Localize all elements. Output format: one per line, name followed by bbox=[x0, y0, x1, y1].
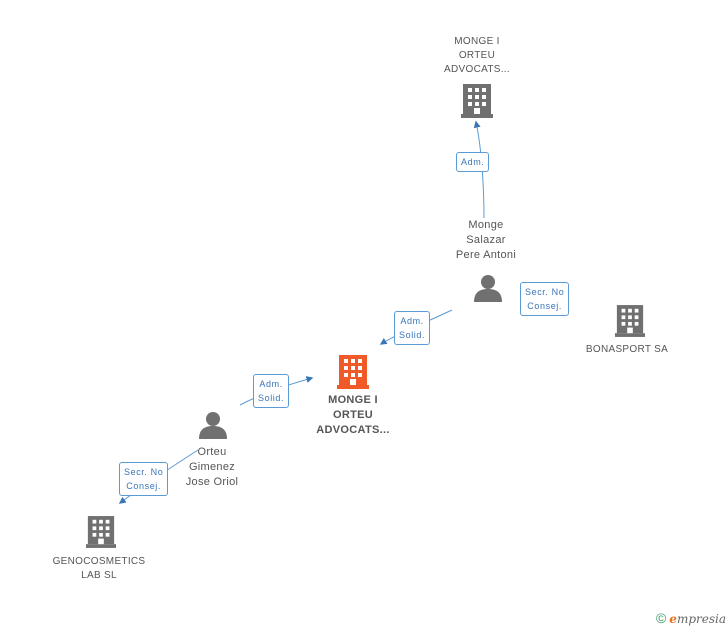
edge-label-secr-bonasport[interactable]: Secr. No Consej. bbox=[520, 282, 570, 316]
edge-label-secr-geno[interactable]: Secr. No Consej. bbox=[119, 462, 169, 496]
edge-label-adm-solid-2[interactable]: Adm. Solid. bbox=[253, 374, 290, 408]
node-label-top-company[interactable]: MONGE I ORTEU ADVOCATS... bbox=[444, 36, 510, 75]
copyright-icon: © bbox=[655, 610, 667, 626]
building-icon[interactable] bbox=[86, 515, 116, 549]
edge-label-adm-top[interactable]: Adm. bbox=[456, 152, 490, 172]
footer-brand[interactable]: ©empresia bbox=[656, 610, 726, 626]
node-label-person-orteu[interactable]: Orteu Gimenez Jose Oriol bbox=[185, 446, 239, 488]
node-label-bonasport[interactable]: BONASPORT SA bbox=[585, 344, 669, 355]
building-icon[interactable] bbox=[337, 355, 369, 389]
building-icon[interactable] bbox=[461, 84, 493, 118]
brand-logo: empresia bbox=[669, 612, 726, 626]
node-label-person-monge[interactable]: Monge Salazar Pere Antoni bbox=[455, 219, 517, 261]
node-label-genocosmetics[interactable]: GENOCOSMETICS LAB SL bbox=[52, 556, 146, 581]
node-label-focus-company[interactable]: MONGE I ORTEU ADVOCATS... bbox=[316, 394, 390, 436]
edge-label-adm-solid-1[interactable]: Adm. Solid. bbox=[394, 311, 431, 345]
person-icon[interactable] bbox=[473, 274, 503, 302]
building-icon[interactable] bbox=[615, 304, 645, 338]
person-icon[interactable] bbox=[198, 411, 228, 439]
